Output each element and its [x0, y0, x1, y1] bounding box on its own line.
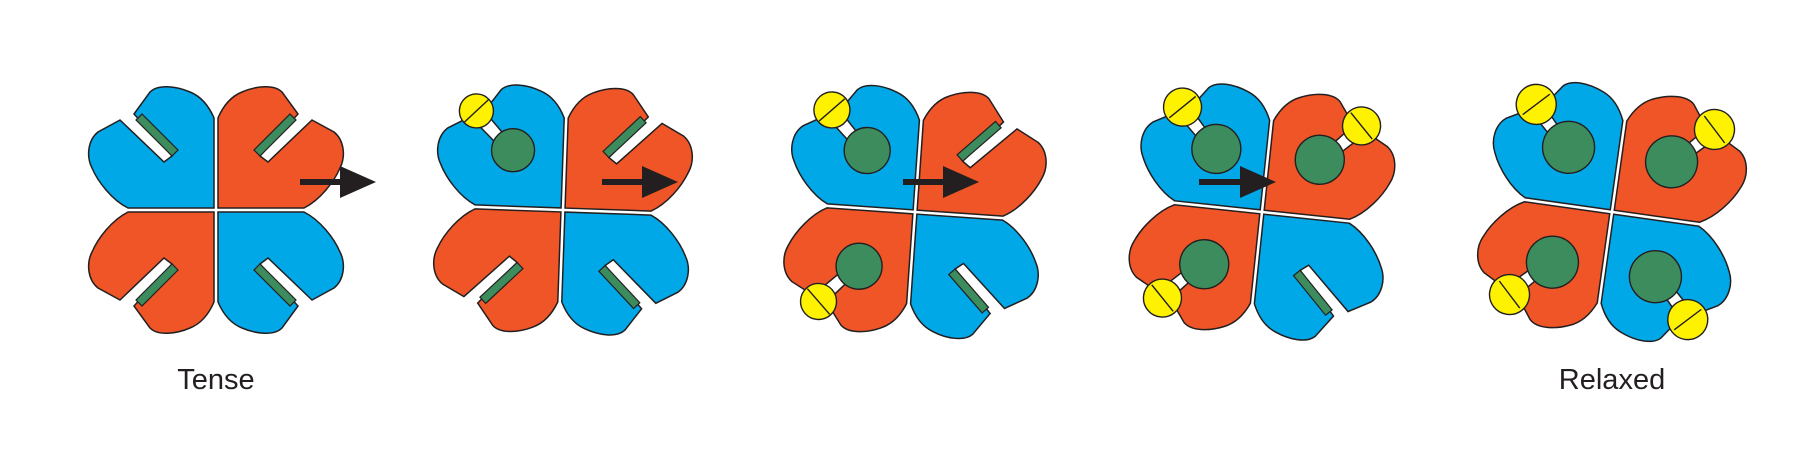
transition-arrow-2	[602, 166, 678, 198]
lower-right-subunit-body	[217, 211, 345, 335]
lower-left-subunit	[87, 211, 215, 335]
lower-right-heme-slot	[1292, 269, 1333, 317]
upper-left-heme-slot	[135, 113, 179, 157]
upper-left-subunit	[1485, 71, 1628, 211]
hemoglobin-stage-1	[87, 85, 345, 335]
upper-left-oxygen-bond	[463, 98, 490, 124]
lower-right-subunit	[217, 211, 345, 335]
hemoglobin-stage-4	[1121, 75, 1403, 349]
lower-right-heme-slot	[598, 264, 641, 310]
upper-left-heme-group	[1541, 120, 1596, 175]
lower-right-subunit-body	[1250, 213, 1390, 349]
upper-left-oxygen-bond	[818, 98, 846, 122]
lower-left-heme-group	[1179, 239, 1230, 290]
lower-right-heme-slot	[947, 268, 990, 314]
lower-left-subunit	[778, 204, 914, 336]
upper-left-heme-group	[843, 126, 891, 175]
lower-left-heme-group	[1525, 235, 1580, 289]
upper-right-oxygen-bond	[1350, 112, 1373, 140]
upper-left-subunit	[1134, 75, 1274, 211]
lower-right-subunit	[559, 211, 691, 339]
lower-right-subunit-body	[559, 211, 691, 339]
upper-left-oxygen-bond	[1522, 93, 1551, 116]
upper-right-subunit	[1263, 88, 1403, 225]
lower-right-oxygen-bond	[1673, 308, 1702, 331]
lower-left-heme-group	[835, 242, 883, 290]
lower-right-heme-slot	[253, 263, 297, 307]
upper-right-subunit	[1613, 89, 1757, 229]
lower-left-heme-slot	[479, 261, 524, 305]
upper-right-subunit	[916, 88, 1052, 220]
upper-right-heme-slot	[602, 115, 647, 159]
lower-left-subunit-body	[87, 211, 215, 335]
upper-right-subunit	[564, 86, 696, 214]
upper-left-heme-group	[1191, 123, 1242, 175]
lower-left-oxygen-bond	[1151, 284, 1174, 312]
upper-right-subunit	[217, 85, 345, 209]
upper-left-oxygen-bond	[1168, 95, 1197, 119]
lower-right-subunit	[1596, 213, 1739, 353]
lower-left-oxygen-bond	[806, 288, 831, 315]
transition-arrow-3	[903, 166, 979, 198]
relaxed-state-label: Relaxed	[1558, 364, 1666, 396]
upper-left-subunit-body	[87, 85, 215, 209]
hemoglobin-stage-5	[1467, 71, 1757, 353]
upper-right-heme-slot	[253, 113, 297, 157]
lower-left-subunit	[430, 206, 562, 334]
transition-arrow-1	[300, 166, 376, 198]
lower-left-oxygen-bond	[1498, 280, 1521, 309]
upper-right-oxygen-bond	[1703, 115, 1726, 144]
upper-left-heme-group	[490, 128, 536, 173]
upper-right-subunit-body	[217, 85, 345, 209]
tense-state-label: Tense	[177, 364, 255, 396]
upper-left-subunit	[435, 81, 567, 209]
lower-right-heme-group	[1628, 249, 1683, 304]
upper-right-subunit-body	[564, 86, 696, 214]
lower-left-subunit	[1467, 195, 1611, 335]
lower-right-subunit-body	[907, 213, 1043, 345]
upper-right-heme-slot	[956, 120, 1002, 163]
upper-right-heme-group	[1294, 134, 1345, 185]
lower-left-subunit-body	[430, 206, 562, 334]
lower-left-heme-slot	[135, 263, 179, 307]
lower-right-subunit	[1250, 213, 1390, 349]
upper-left-subunit	[87, 85, 215, 209]
transition-arrow-4	[1199, 166, 1276, 198]
upper-right-heme-group	[1644, 135, 1699, 189]
upper-left-subunit	[787, 79, 923, 211]
lower-right-subunit	[907, 213, 1043, 345]
hemoglobin-stage-3	[778, 79, 1052, 345]
upper-right-subunit-body	[916, 88, 1052, 220]
lower-left-subunit	[1121, 199, 1261, 336]
hemoglobin-stage-2	[430, 81, 696, 339]
